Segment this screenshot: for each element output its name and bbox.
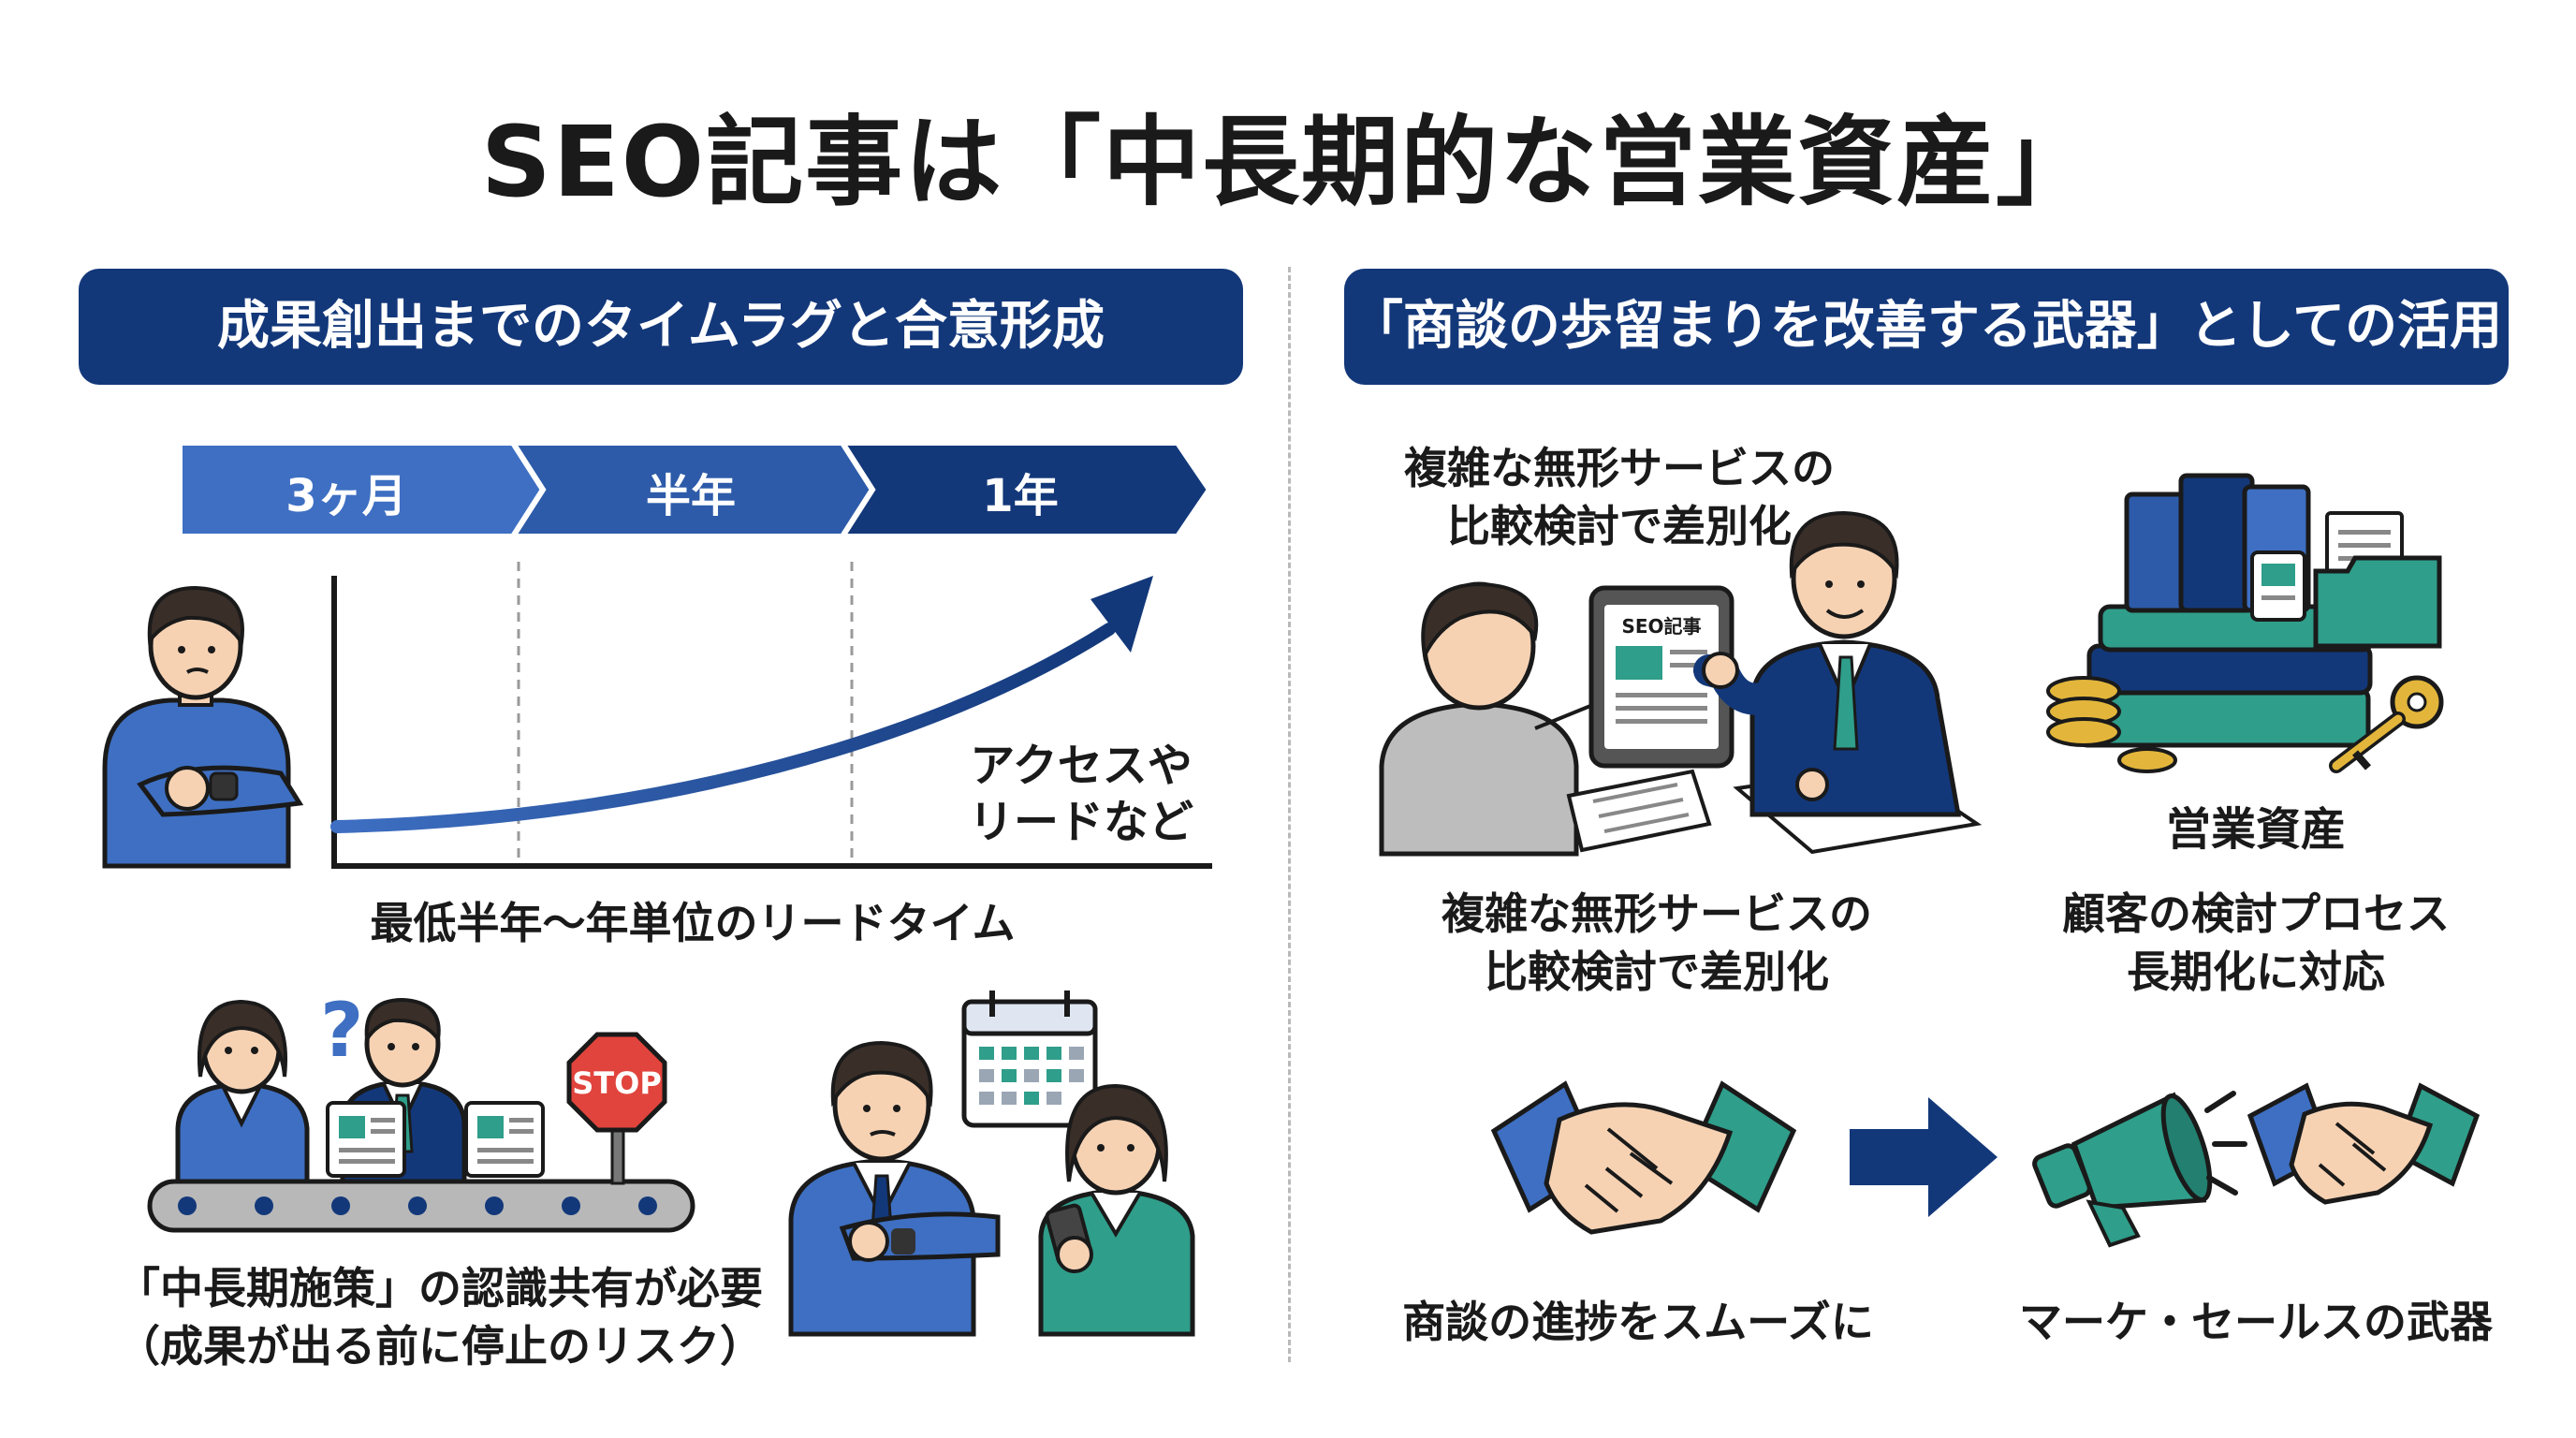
growth-chart xyxy=(330,562,1212,869)
calendar-waiting-scene xyxy=(788,990,1195,1337)
tablet-screen-text: SEO記事 xyxy=(1621,615,1701,638)
page-title: SEO記事は「中長期的な営業資産」 xyxy=(480,105,2096,219)
left-caption-line-2: （成果が出る前に停止のリスク） xyxy=(117,1321,763,1372)
right-desc-2-line-2: 長期化に対応 xyxy=(2127,946,2385,997)
timeline-chevrons xyxy=(177,440,1213,539)
right-desc-1-line-1: 複雑な無形サービスの xyxy=(1442,888,1872,939)
person-checking-watch xyxy=(102,585,304,869)
right-desc-2-line-1: 顧客の検討プロセス xyxy=(2062,888,2450,939)
stop-sign xyxy=(566,1032,667,1133)
right-top-label-line-2: 比較検討で差別化 xyxy=(1447,501,1792,551)
curve-label-line-1: アクセスや xyxy=(970,740,1193,792)
right-section-banner: 「商談の歩留まりを改善する武器」としての活用 xyxy=(1344,269,2509,385)
key-icon xyxy=(2329,675,2444,773)
curve-label-line-2: リードなど xyxy=(968,796,1193,848)
right-bottom-label-2: マーケ・セールスの武器 xyxy=(2019,1297,2493,1347)
growth-arrow-head xyxy=(1090,576,1153,653)
handshake-small-icon xyxy=(2247,1082,2481,1205)
transition-arrow-icon xyxy=(1850,1097,1998,1217)
right-desc-1-line-2: 比較検討で差別化 xyxy=(1485,946,1829,997)
stop-sign-text: STOP xyxy=(572,1065,662,1101)
sales-meeting-scene: SEO記事 xyxy=(1379,510,1983,857)
section-divider xyxy=(1288,267,1291,1362)
timeline-label-1year: 1年 xyxy=(982,470,1059,522)
timeline-label-3months: 3ヶ月 xyxy=(285,470,407,522)
right-bottom-label-1: 商談の進捗をスムーズに xyxy=(1402,1297,1874,1347)
left-caption-line-1: 「中長期施策」の認識共有が必要 xyxy=(117,1263,763,1313)
asset-title: 営業資産 xyxy=(2165,803,2346,856)
conveyor-meeting-scene: ? STOP xyxy=(147,987,695,1233)
sales-asset-stack xyxy=(2046,473,2444,773)
question-mark: ? xyxy=(320,987,363,1074)
left-section-banner: 成果創出までのタイムラグと合意形成 xyxy=(79,269,1243,385)
growth-curve xyxy=(330,623,1116,833)
timeline-step-1year xyxy=(837,440,1213,539)
handshake-icon xyxy=(1490,1080,1797,1235)
timeline-label-halfyear: 半年 xyxy=(645,470,736,522)
megaphone-icon xyxy=(2032,1091,2247,1248)
right-top-label-line-1: 複雑な無形サービスの xyxy=(1404,443,1835,493)
lead-time-caption: 最低半年〜年単位のリードタイム xyxy=(370,898,1016,948)
